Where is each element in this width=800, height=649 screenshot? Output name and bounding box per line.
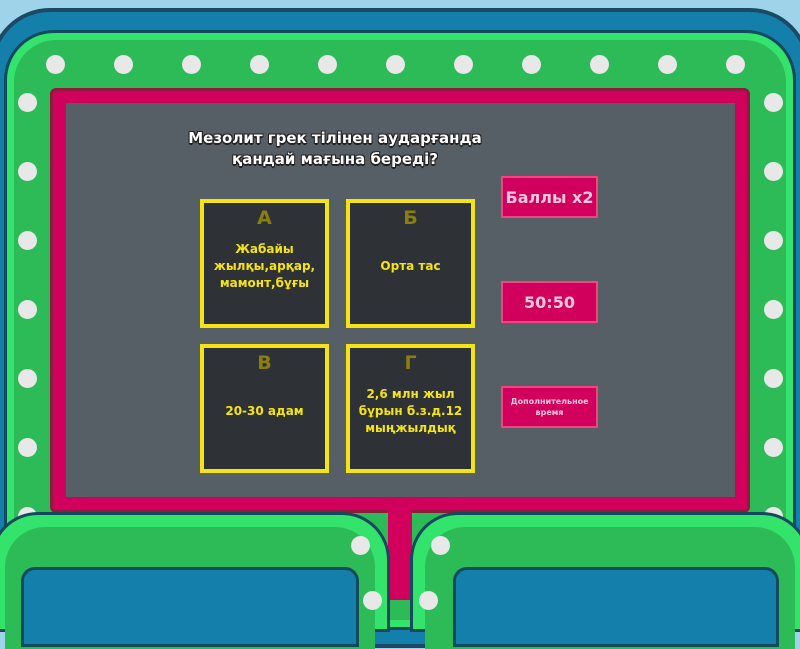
bottom-left-panel	[0, 512, 390, 649]
light-dot	[318, 55, 337, 74]
light-dot	[250, 55, 269, 74]
light-dot	[18, 162, 37, 181]
light-dot	[18, 93, 37, 112]
light-dot	[431, 536, 450, 555]
bottom-right-panel	[410, 512, 800, 649]
answer-letter: Г	[404, 352, 417, 374]
light-dot	[18, 369, 37, 388]
answer-a[interactable]: А Жабайы жылқы,арқар, мамонт,бұғы	[200, 199, 329, 328]
light-dot	[764, 300, 783, 319]
answer-letter: А	[257, 207, 272, 229]
light-dot	[726, 55, 745, 74]
light-dot	[764, 162, 783, 181]
light-dot	[46, 55, 65, 74]
light-dot	[454, 55, 473, 74]
light-dot	[114, 55, 133, 74]
light-dot	[590, 55, 609, 74]
double-points-button[interactable]: Баллы x2	[501, 176, 598, 218]
light-dot	[764, 369, 783, 388]
light-dot	[18, 300, 37, 319]
screen-stand	[388, 505, 412, 600]
light-dot	[764, 231, 783, 250]
answer-text: Орта тас	[380, 258, 441, 273]
light-dot	[18, 231, 37, 250]
answer-letter: В	[257, 352, 272, 374]
answer-d[interactable]: Г 2,6 млн жыл бұрын б.з.д.12 мыңжылдық	[346, 344, 475, 473]
question-text: Мезолит грек тілінен аударғанда қандай м…	[188, 129, 482, 168]
light-dot	[764, 93, 783, 112]
light-dot	[764, 438, 783, 457]
extra-time-button[interactable]: Дополнительное время	[501, 386, 598, 428]
answer-c[interactable]: В 20-30 адам	[200, 344, 329, 473]
light-dot	[522, 55, 541, 74]
fifty-fifty-button[interactable]: 50:50	[501, 281, 598, 323]
answer-b[interactable]: Б Орта тас	[346, 199, 475, 328]
answer-text: 20-30 адам	[225, 403, 304, 418]
answer-letter: Б	[403, 207, 418, 229]
light-dot	[18, 438, 37, 457]
light-dot	[351, 536, 370, 555]
light-dot	[419, 591, 438, 610]
answer-text: 2,6 млн жыл бұрын б.з.д.12 мыңжылдық	[358, 386, 463, 435]
answer-text: Жабайы жылқы,арқар, мамонт,бұғы	[213, 241, 316, 290]
light-dot	[363, 591, 382, 610]
light-dot	[658, 55, 677, 74]
light-dot	[182, 55, 201, 74]
light-dot	[386, 55, 405, 74]
